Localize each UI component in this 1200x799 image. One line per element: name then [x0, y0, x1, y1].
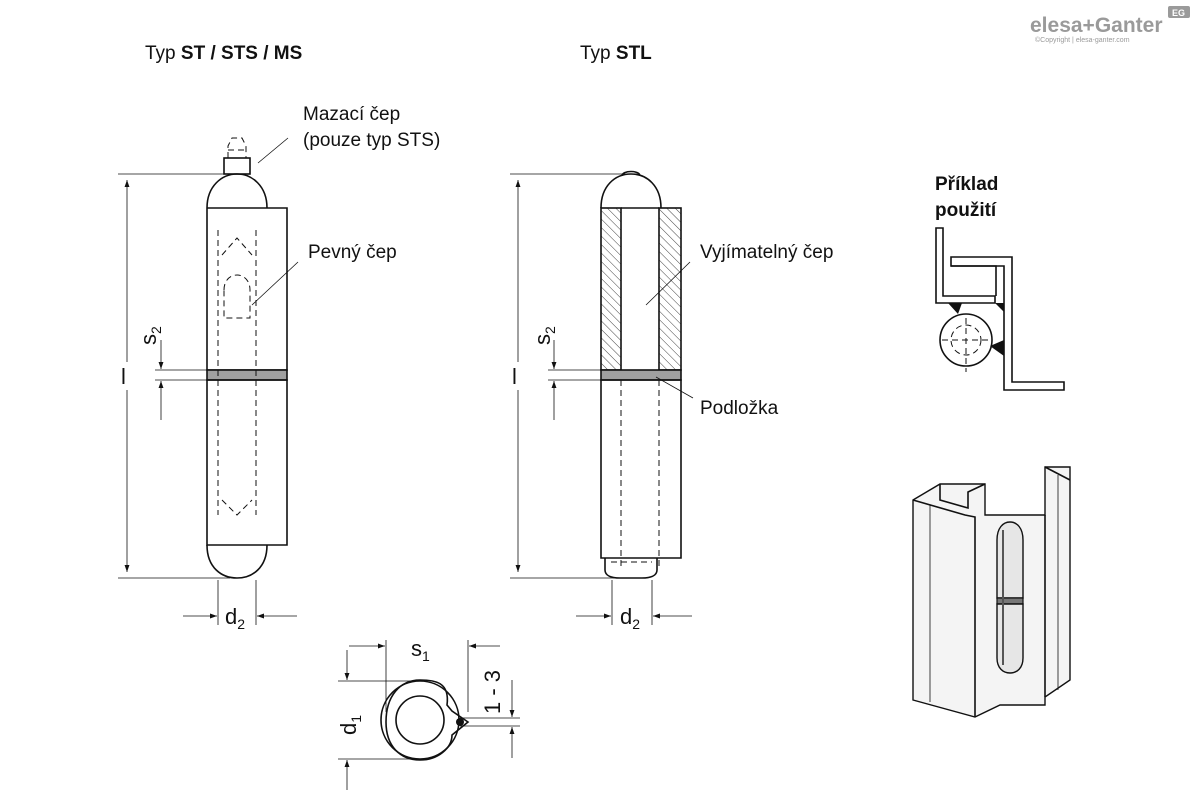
callout-grease-line2: (pouze typ STS)	[303, 130, 440, 151]
callout-grease-line1: Mazací čep	[303, 104, 400, 125]
right-hinge-drawing: Vyjímatelný čep Podložka l s2 d2	[508, 170, 833, 632]
callout-removable-pin: Vyjímatelný čep	[700, 242, 833, 263]
dim-s2-left: s2	[136, 326, 164, 345]
callout-washer: Podložka	[700, 398, 779, 419]
washer-right	[600, 369, 682, 381]
dim-s1: s1	[411, 636, 430, 664]
weld-tip	[456, 718, 464, 726]
left-hinge-drawing: Mazací čep (pouze typ STS) Pevný čep l s…	[117, 104, 440, 632]
logo-badge	[1168, 6, 1190, 18]
example-title-line1: Příklad	[935, 174, 998, 195]
grease-nipple	[223, 137, 251, 175]
example-section: Příklad použití	[935, 174, 1065, 391]
logo-text: elesa+Ganter	[1030, 14, 1163, 37]
dim-s2-right: s2	[530, 326, 558, 345]
dim-gap: 1 - 3	[480, 670, 505, 714]
section-view: s1 d1 1 - 3	[336, 636, 520, 790]
example-title-line2: použití	[935, 200, 997, 221]
dim-l-right: l	[512, 364, 517, 389]
left-title: Typ ST / STS / MS	[145, 43, 302, 64]
hinge-3d-washer	[996, 597, 1024, 605]
hinge-3d-lower	[996, 603, 1024, 674]
dim-l-left: l	[121, 364, 126, 389]
logo-badge-text: EG	[1172, 8, 1185, 18]
example-3d-illustration	[912, 466, 1071, 718]
dim-d1: d1	[336, 715, 364, 735]
logo-copyright: ©Copyright | elesa-ganter.com	[1035, 36, 1130, 44]
callout-fixed-pin: Pevný čep	[308, 242, 397, 263]
dim-d2-left: d2	[225, 604, 245, 632]
right-title: Typ STL	[580, 43, 652, 64]
hinge-3d-upper	[996, 521, 1024, 599]
sleeve-section-left	[600, 207, 622, 371]
dim-d2-right: d2	[620, 604, 640, 632]
washer-left	[206, 369, 288, 381]
brand-logo: elesa+Ganter EG ©Copyright | elesa-gante…	[1030, 6, 1190, 44]
